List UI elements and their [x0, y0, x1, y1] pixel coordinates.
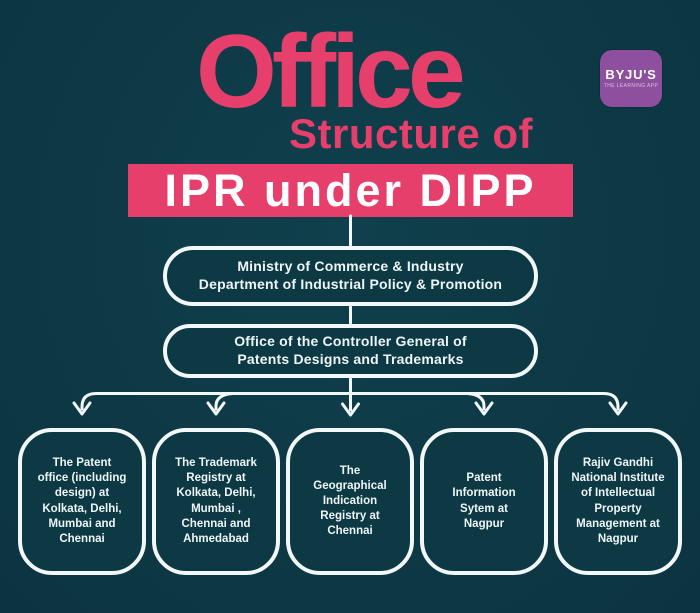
node-rajiv-gandhi-institute: Rajiv Gandhi National Institute of Intel…	[554, 428, 682, 575]
byjus-logo-name: BYJU'S	[605, 67, 657, 83]
title-banner-text: IPR under DIPP	[164, 165, 537, 216]
title-structure-of: Structure of	[288, 110, 533, 157]
node-gi-registry: The Geographical Indication Registry at …	[286, 428, 414, 575]
node-patent-info-system: Patent Information Sytem at Nagpur	[420, 428, 548, 575]
leaf-node-row: The Patent office (including design) at …	[18, 428, 682, 575]
connector-distributor	[80, 392, 620, 411]
node-gi-registry-text: The Geographical Indication Registry at …	[313, 464, 387, 538]
node-ministry: Ministry of Commerce & Industry Departme…	[163, 246, 538, 306]
node-trademark-registry-text: The Trademark Registry at Kolkata, Delhi…	[175, 456, 257, 545]
connector-branch-2	[214, 392, 235, 411]
node-trademark-registry: The Trademark Registry at Kolkata, Delhi…	[152, 428, 280, 575]
title-banner: IPR under DIPP	[128, 164, 573, 217]
node-patent-info-system-text: Patent Information Sytem at Nagpur	[452, 472, 516, 530]
node-ministry-text: Ministry of Commerce & Industry Departme…	[198, 258, 503, 292]
byjus-logo: BYJU'S THE LEARNING APP	[600, 50, 662, 107]
arrowhead-4	[474, 401, 494, 416]
connector-branch-4	[465, 392, 486, 411]
node-controller-general: Office of the Controller General of Pate…	[163, 324, 538, 378]
arrowhead-5	[608, 401, 628, 416]
arrowhead-2	[206, 401, 226, 416]
byjus-logo-tagline: THE LEARNING APP	[603, 82, 659, 89]
node-patent-office-text: The Patent office (including design) at …	[37, 456, 127, 545]
title-office: Office	[196, 14, 466, 130]
arrowhead-1	[72, 401, 92, 416]
node-rajiv-gandhi-institute-text: Rajiv Gandhi National Institute of Intel…	[571, 456, 665, 545]
node-patent-office: The Patent office (including design) at …	[18, 428, 146, 575]
node-controller-general-text: Office of the Controller General of Pate…	[234, 333, 467, 367]
arrowhead-3	[341, 402, 360, 417]
